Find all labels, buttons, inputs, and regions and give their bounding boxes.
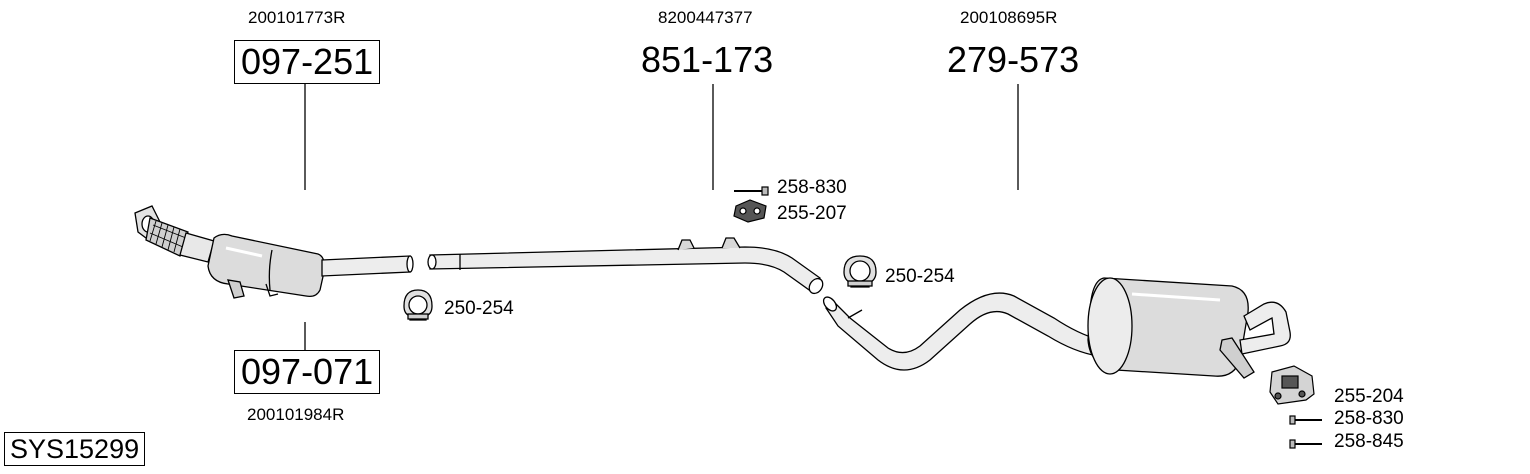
part-number-rear[interactable]: 279-573 bbox=[947, 39, 1080, 80]
rubber-hanger-rear-icon[interactable] bbox=[1269, 365, 1315, 405]
bolt-rear-2-icon[interactable] bbox=[1289, 439, 1322, 449]
label-clamp-front[interactable]: 250-254 bbox=[444, 298, 514, 319]
middle-pipe-part[interactable] bbox=[427, 237, 826, 296]
label-bolt-rear-1[interactable]: 258-830 bbox=[1334, 408, 1404, 429]
bolt-rear-1-icon[interactable] bbox=[1289, 415, 1322, 425]
system-code-badge: SYS15299 bbox=[4, 432, 146, 466]
label-clamp-rear[interactable]: 250-254 bbox=[885, 266, 955, 287]
label-bolt-mid[interactable]: 258-830 bbox=[777, 177, 847, 198]
clamp-front-icon[interactable] bbox=[403, 289, 433, 321]
oem-ref-front-cat: 200101773R bbox=[248, 8, 346, 27]
front-catalyst-part[interactable] bbox=[134, 205, 414, 299]
label-rubber-mid[interactable]: 255-207 bbox=[777, 203, 847, 224]
label-hanger-rear[interactable]: 255-204 bbox=[1334, 386, 1404, 407]
oem-ref-middle: 8200447377 bbox=[658, 8, 753, 27]
part-number-front-cat[interactable]: 097-251 bbox=[234, 40, 381, 84]
oem-ref-rear: 200108695R bbox=[960, 8, 1058, 27]
bolt-mid-icon[interactable] bbox=[734, 186, 769, 196]
oem-ref-front-filter: 200101984R bbox=[247, 405, 345, 424]
clamp-rear-icon[interactable] bbox=[843, 255, 877, 288]
rubber-mount-mid-icon[interactable] bbox=[733, 199, 767, 223]
label-bolt-rear-2[interactable]: 258-845 bbox=[1334, 431, 1404, 452]
part-number-front-filter[interactable]: 097-071 bbox=[234, 350, 381, 394]
rear-silencer-part[interactable] bbox=[821, 277, 1291, 379]
part-number-middle[interactable]: 851-173 bbox=[641, 39, 774, 80]
